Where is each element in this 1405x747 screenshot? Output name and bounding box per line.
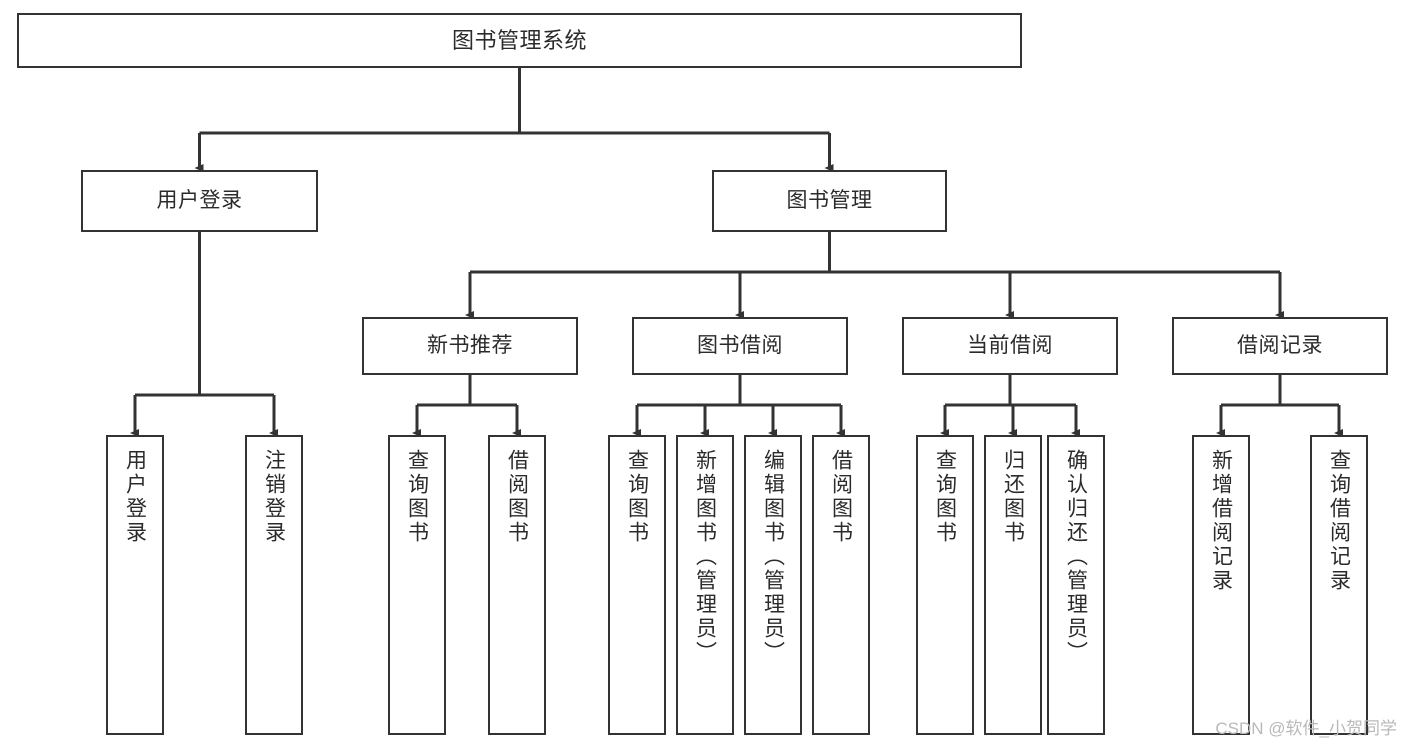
node-leaf_10[interactable]: 确认归还（管理员） (1047, 435, 1105, 735)
node-label: 编辑图书（管理员） (761, 449, 785, 665)
node-label: 新增图书（管理员） (693, 449, 717, 665)
node-l3_1[interactable]: 图书借阅 (632, 317, 848, 375)
node-leaf_4[interactable]: 查询图书 (608, 435, 666, 735)
node-label: 借阅图书 (829, 449, 853, 545)
node-l3_3[interactable]: 借阅记录 (1172, 317, 1388, 375)
node-label: 图书管理系统 (451, 27, 587, 53)
node-leaf_3[interactable]: 借阅图书 (488, 435, 546, 735)
node-label: 图书借阅 (697, 333, 783, 357)
node-label: 查询图书 (625, 449, 649, 545)
node-label: 图书管理 (786, 188, 873, 212)
node-l3_2[interactable]: 当前借阅 (902, 317, 1118, 375)
node-label: 查询图书 (933, 449, 957, 545)
node-leaf_7[interactable]: 借阅图书 (812, 435, 870, 735)
node-leaf_5[interactable]: 新增图书（管理员） (676, 435, 734, 735)
node-l2_0[interactable]: 用户登录 (81, 170, 318, 232)
node-label: 新书推荐 (427, 333, 513, 357)
node-label: 用户登录 (156, 188, 243, 212)
node-root[interactable]: 图书管理系统 (17, 13, 1022, 68)
node-leaf_9[interactable]: 归还图书 (984, 435, 1042, 735)
node-label: 确认归还（管理员） (1064, 449, 1088, 665)
node-label: 查询借阅记录 (1327, 449, 1351, 593)
node-label: 注销登录 (262, 449, 286, 545)
node-leaf_11[interactable]: 新增借阅记录 (1192, 435, 1250, 735)
node-leaf_2[interactable]: 查询图书 (388, 435, 446, 735)
node-label: 借阅图书 (505, 449, 529, 545)
node-label: 查询图书 (405, 449, 429, 545)
node-leaf_6[interactable]: 编辑图书（管理员） (744, 435, 802, 735)
node-leaf_8[interactable]: 查询图书 (916, 435, 974, 735)
node-label: 当前借阅 (967, 333, 1053, 357)
node-label: 新增借阅记录 (1209, 449, 1233, 593)
node-label: 用户登录 (123, 449, 147, 545)
node-leaf_12[interactable]: 查询借阅记录 (1310, 435, 1368, 735)
node-leaf_0[interactable]: 用户登录 (106, 435, 164, 735)
node-label: 借阅记录 (1237, 333, 1323, 357)
node-l2_1[interactable]: 图书管理 (712, 170, 947, 232)
node-leaf_1[interactable]: 注销登录 (245, 435, 303, 735)
csdn-watermark: CSDN @软件_小贺同学 (1215, 719, 1397, 738)
node-label: 归还图书 (1001, 449, 1025, 545)
node-l3_0[interactable]: 新书推荐 (362, 317, 578, 375)
